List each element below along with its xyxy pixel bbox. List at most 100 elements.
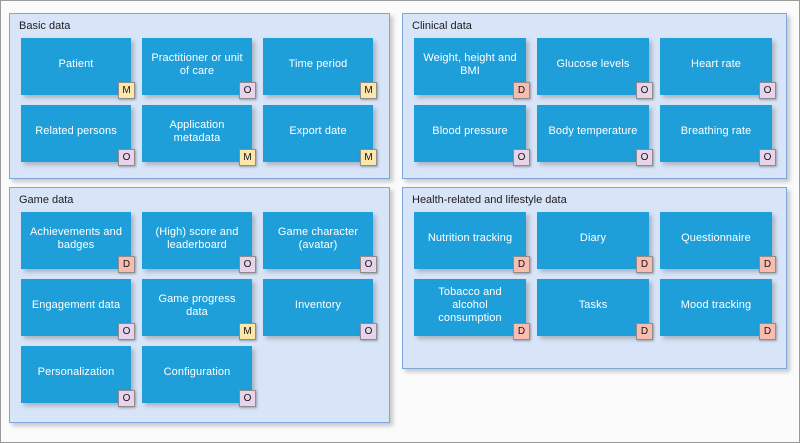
card-label: Inventory (294, 299, 342, 311)
card-blood-pressure[interactable]: Blood pressure O (414, 105, 530, 166)
badge-mandatory: M (239, 149, 256, 166)
card-label: Breathing rate (680, 125, 752, 137)
badge-mandatory: M (360, 149, 377, 166)
card-practitioner-or-unit-of-care[interactable]: Practitioner or unit of care O (142, 38, 256, 99)
panel-title: Clinical data (412, 20, 472, 32)
card-application-metadata[interactable]: Application metadata M (142, 105, 256, 166)
card-label: Mood tracking (680, 299, 752, 311)
badge-optional: O (636, 149, 653, 166)
card-row: Related persons O Application metadata M… (21, 105, 378, 166)
card-time-period[interactable]: Time period M (263, 38, 377, 99)
panel-title: Game data (19, 194, 74, 206)
panel-title: Health-related and lifestyle data (412, 194, 567, 206)
card-label: Glucose levels (556, 58, 630, 70)
card-personalization[interactable]: Personalization O (21, 346, 135, 407)
card-row: Weight, height and BMI D Glucose levels … (414, 38, 776, 99)
badge-optional: O (360, 323, 377, 340)
card-label: Game character (avatar) (277, 225, 359, 251)
badge-dependent: D (513, 323, 530, 340)
card-label: Related persons (35, 125, 117, 137)
badge-dependent: D (513, 256, 530, 273)
card-label: Tobacco and alcohol consumption (438, 286, 502, 324)
badge-dependent: D (513, 82, 530, 99)
card-engagement-data[interactable]: Engagement data O (21, 279, 135, 340)
panel-health-related-and-lifestyle-data: Health-related and lifestyle data Nutrit… (402, 187, 787, 369)
card-nutrition-tracking[interactable]: Nutrition tracking D (414, 212, 530, 273)
badge-dependent: D (118, 256, 135, 273)
card-label: Personalization (37, 366, 115, 378)
card-configuration[interactable]: Configuration O (142, 346, 256, 407)
badge-optional: O (239, 256, 256, 273)
card-label: Application metadata (169, 118, 225, 144)
card-game-progress-data[interactable]: Game progress data M (142, 279, 256, 340)
card-row: Engagement data O Game progress data M I… (21, 279, 378, 340)
card-label: Questionnaire (681, 232, 751, 244)
card-tobacco-and-alcohol-consumption[interactable]: Tobacco and alcohol consumption D (414, 279, 530, 340)
card-row: Blood pressure O Body temperature O Brea… (414, 105, 776, 166)
card-label: Diary (579, 232, 607, 244)
badge-mandatory: M (360, 82, 377, 99)
card-label: Patient (58, 58, 94, 70)
card-grid-spacer (263, 346, 373, 403)
badge-optional: O (636, 82, 653, 99)
badge-optional: O (513, 149, 530, 166)
card-mood-tracking[interactable]: Mood tracking D (660, 279, 776, 340)
badge-dependent: D (759, 256, 776, 273)
panel-basic-data: Basic data Patient M Practitioner or uni… (9, 13, 390, 179)
card-row: Personalization O Configuration O (21, 346, 378, 407)
card-high-score-and-leaderboard[interactable]: (High) score and leaderboard O (142, 212, 256, 273)
badge-optional: O (759, 149, 776, 166)
card-label: Blood pressure (432, 125, 508, 137)
card-inventory[interactable]: Inventory O (263, 279, 377, 340)
card-row: Achievements and badges D (High) score a… (21, 212, 378, 273)
card-export-date[interactable]: Export date M (263, 105, 377, 166)
card-label: Nutrition tracking (427, 232, 513, 244)
card-label: (High) score and leaderboard (155, 225, 239, 251)
card-label: Game progress data (158, 292, 236, 318)
card-patient[interactable]: Patient M (21, 38, 135, 99)
badge-mandatory: M (239, 323, 256, 340)
badge-optional: O (239, 390, 256, 407)
card-grid: Patient M Practitioner or unit of care O… (21, 38, 378, 170)
card-label: Practitioner or unit of care (151, 51, 243, 77)
card-label: Engagement data (31, 299, 121, 311)
badge-mandatory: M (118, 82, 135, 99)
card-row: Patient M Practitioner or unit of care O… (21, 38, 378, 99)
card-tasks[interactable]: Tasks D (537, 279, 653, 340)
badge-optional: O (239, 82, 256, 99)
card-glucose-levels[interactable]: Glucose levels O (537, 38, 653, 99)
card-grid: Achievements and badges D (High) score a… (21, 212, 378, 414)
card-label: Body temperature (548, 125, 638, 137)
panel-game-data: Game data Achievements and badges D (Hig… (9, 187, 390, 423)
card-label: Export date (289, 125, 347, 137)
card-body-temperature[interactable]: Body temperature O (537, 105, 653, 166)
card-row: Tobacco and alcohol consumption D Tasks … (414, 279, 776, 340)
badge-optional: O (360, 256, 377, 273)
badge-dependent: D (636, 323, 653, 340)
card-breathing-rate[interactable]: Breathing rate O (660, 105, 776, 166)
card-weight-height-and-bmi[interactable]: Weight, height and BMI D (414, 38, 530, 99)
card-grid: Nutrition tracking D Diary D Questionnai… (414, 212, 776, 360)
badge-optional: O (118, 390, 135, 407)
card-related-persons[interactable]: Related persons O (21, 105, 135, 166)
card-row: Nutrition tracking D Diary D Questionnai… (414, 212, 776, 273)
badge-optional: O (118, 149, 135, 166)
card-label: Configuration (163, 366, 231, 378)
card-heart-rate[interactable]: Heart rate O (660, 38, 776, 99)
card-achievements-and-badges[interactable]: Achievements and badges D (21, 212, 135, 273)
card-game-character-avatar[interactable]: Game character (avatar) O (263, 212, 377, 273)
card-diary[interactable]: Diary D (537, 212, 653, 273)
panel-title: Basic data (19, 20, 71, 32)
badge-dependent: D (636, 256, 653, 273)
card-label: Tasks (578, 299, 608, 311)
card-label: Time period (288, 58, 348, 70)
card-questionnaire[interactable]: Questionnaire D (660, 212, 776, 273)
badge-optional: O (118, 323, 135, 340)
panel-clinical-data: Clinical data Weight, height and BMI D G… (402, 13, 787, 179)
card-label: Achievements and badges (29, 225, 123, 251)
card-label: Heart rate (691, 58, 741, 70)
badge-dependent: D (759, 323, 776, 340)
card-label: Weight, height and BMI (423, 51, 517, 77)
badge-optional: O (759, 82, 776, 99)
